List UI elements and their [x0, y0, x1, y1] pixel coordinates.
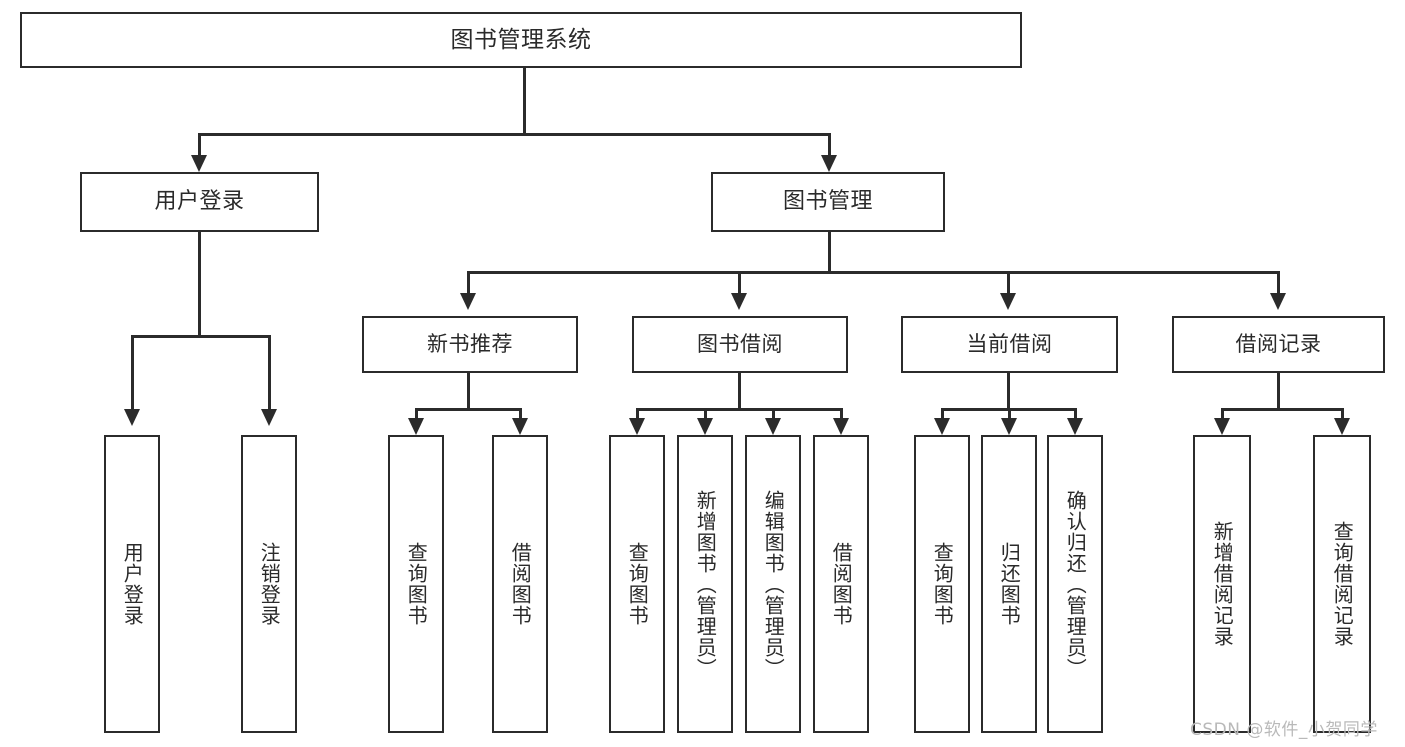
- node-leaf-user-login[interactable]: 用户登录: [104, 435, 160, 733]
- node-book-borrow[interactable]: 图书借阅: [632, 316, 848, 373]
- node-leaf-confirm-return[interactable]: 确认归还（管理员）: [1047, 435, 1103, 733]
- edge-book-borrow-to-leaf-3: [772, 408, 775, 422]
- node-leaf-query-book-1[interactable]: 查询图书: [388, 435, 444, 733]
- arrowhead-leaf-add-book: [697, 418, 713, 435]
- edge-book-borrow-to-leaf-1: [636, 408, 639, 422]
- arrowhead-current-borrow: [1000, 293, 1016, 310]
- node-leaf-borrow-book-1[interactable]: 借阅图书: [492, 435, 548, 733]
- edge-root-to-book-manage: [828, 133, 831, 159]
- edge-new-book-to-leaf-2: [519, 408, 522, 422]
- arrowhead-leaf-query-record: [1334, 418, 1350, 435]
- edge-user-login-trunk: [198, 232, 201, 337]
- arrowhead-leaf-confirm-return: [1067, 418, 1083, 435]
- node-leaf-logout-login[interactable]: 注销登录: [241, 435, 297, 733]
- node-leaf-add-record[interactable]: 新增借阅记录: [1193, 435, 1251, 733]
- node-borrow-record-label: 借阅记录: [1235, 332, 1322, 357]
- arrowhead-user-login: [191, 155, 207, 172]
- node-new-book-recommend-label: 新书推荐: [427, 332, 513, 357]
- node-leaf-add-book[interactable]: 新增图书（管理员）: [677, 435, 733, 733]
- node-leaf-return-book-label: 归还图书: [997, 542, 1022, 626]
- node-leaf-query-book-1-label: 查询图书: [404, 542, 429, 626]
- node-book-borrow-label: 图书借阅: [697, 332, 783, 357]
- arrowhead-new-book-recommend: [460, 293, 476, 310]
- node-current-borrow-label: 当前借阅: [966, 332, 1053, 357]
- node-new-book-recommend[interactable]: 新书推荐: [362, 316, 578, 373]
- edge-book-manage-to-new-book: [467, 271, 470, 296]
- node-leaf-query-book-2-label: 查询图书: [625, 542, 650, 626]
- node-book-manage[interactable]: 图书管理: [711, 172, 945, 232]
- node-leaf-borrow-book-1-label: 借阅图书: [508, 542, 533, 626]
- node-leaf-query-book-3[interactable]: 查询图书: [914, 435, 970, 733]
- edge-new-book-trunk: [467, 373, 470, 410]
- node-leaf-confirm-return-label: 确认归还（管理员）: [1063, 489, 1088, 679]
- node-user-login-label: 用户登录: [154, 189, 245, 215]
- edge-borrow-record-trunk: [1277, 373, 1280, 410]
- node-borrow-record[interactable]: 借阅记录: [1172, 316, 1385, 373]
- edge-book-borrow-bus: [636, 408, 842, 411]
- node-leaf-borrow-book-2-label: 借阅图书: [829, 542, 854, 626]
- arrowhead-leaf-user-login: [124, 409, 140, 426]
- arrowhead-leaf-logout-login: [261, 409, 277, 426]
- node-root-label: 图书管理系统: [450, 26, 592, 53]
- node-leaf-logout-login-label: 注销登录: [257, 542, 282, 626]
- node-leaf-borrow-book-2[interactable]: 借阅图书: [813, 435, 869, 733]
- edge-user-login-bus: [131, 335, 268, 338]
- node-leaf-edit-book-label: 编辑图书（管理员）: [761, 489, 786, 679]
- node-leaf-query-book-3-label: 查询图书: [930, 542, 955, 626]
- edge-user-login-to-leaf-2: [268, 335, 271, 413]
- edge-book-borrow-to-leaf-4: [840, 408, 843, 422]
- arrowhead-book-borrow: [731, 293, 747, 310]
- node-leaf-query-record-label: 查询借阅记录: [1330, 521, 1355, 647]
- edge-current-borrow-to-leaf-2: [1008, 408, 1011, 422]
- arrowhead-leaf-query-book-3: [934, 418, 950, 435]
- edge-borrow-record-bus: [1221, 408, 1343, 411]
- node-leaf-edit-book[interactable]: 编辑图书（管理员）: [745, 435, 801, 733]
- arrowhead-book-manage: [821, 155, 837, 172]
- edge-root-bus: [198, 133, 830, 136]
- node-leaf-add-book-label: 新增图书（管理员）: [693, 489, 718, 679]
- node-leaf-add-record-label: 新增借阅记录: [1210, 521, 1235, 647]
- edge-book-borrow-trunk: [738, 373, 741, 410]
- node-user-login[interactable]: 用户登录: [80, 172, 319, 232]
- edge-current-borrow-to-leaf-3: [1074, 408, 1077, 422]
- csdn-watermark: CSDN @软件_小贺同学: [1190, 720, 1378, 740]
- edge-root-trunk: [523, 68, 526, 134]
- edge-new-book-bus: [415, 408, 522, 411]
- edge-current-borrow-trunk: [1007, 373, 1010, 410]
- arrowhead-leaf-borrow-book-1: [512, 418, 528, 435]
- node-root[interactable]: 图书管理系统: [20, 12, 1022, 68]
- edge-book-borrow-to-leaf-2: [704, 408, 707, 422]
- arrowhead-leaf-query-book-2: [629, 418, 645, 435]
- edge-root-to-user-login: [198, 133, 201, 159]
- edge-user-login-to-leaf-1: [131, 335, 134, 413]
- edge-book-manage-to-current-borrow: [1007, 271, 1010, 296]
- edge-book-manage-to-borrow-record: [1277, 271, 1280, 296]
- arrowhead-leaf-return-book: [1001, 418, 1017, 435]
- arrowhead-leaf-borrow-book-2: [833, 418, 849, 435]
- edge-borrow-record-to-leaf-2: [1341, 408, 1344, 422]
- node-book-manage-label: 图书管理: [782, 189, 873, 215]
- edge-current-borrow-to-leaf-1: [941, 408, 944, 422]
- edge-borrow-record-to-leaf-1: [1221, 408, 1224, 422]
- arrowhead-leaf-add-record: [1214, 418, 1230, 435]
- arrowhead-borrow-record: [1270, 293, 1286, 310]
- edge-new-book-to-leaf-1: [415, 408, 418, 422]
- arrowhead-leaf-query-book-1: [408, 418, 424, 435]
- edge-book-manage-to-book-borrow: [738, 271, 741, 296]
- edge-book-manage-trunk: [828, 232, 831, 274]
- edge-book-manage-bus: [467, 271, 1279, 274]
- arrowhead-leaf-edit-book: [765, 418, 781, 435]
- node-leaf-query-record[interactable]: 查询借阅记录: [1313, 435, 1371, 733]
- node-current-borrow[interactable]: 当前借阅: [901, 316, 1118, 373]
- node-leaf-return-book[interactable]: 归还图书: [981, 435, 1037, 733]
- node-leaf-user-login-label: 用户登录: [120, 542, 145, 626]
- node-leaf-query-book-2[interactable]: 查询图书: [609, 435, 665, 733]
